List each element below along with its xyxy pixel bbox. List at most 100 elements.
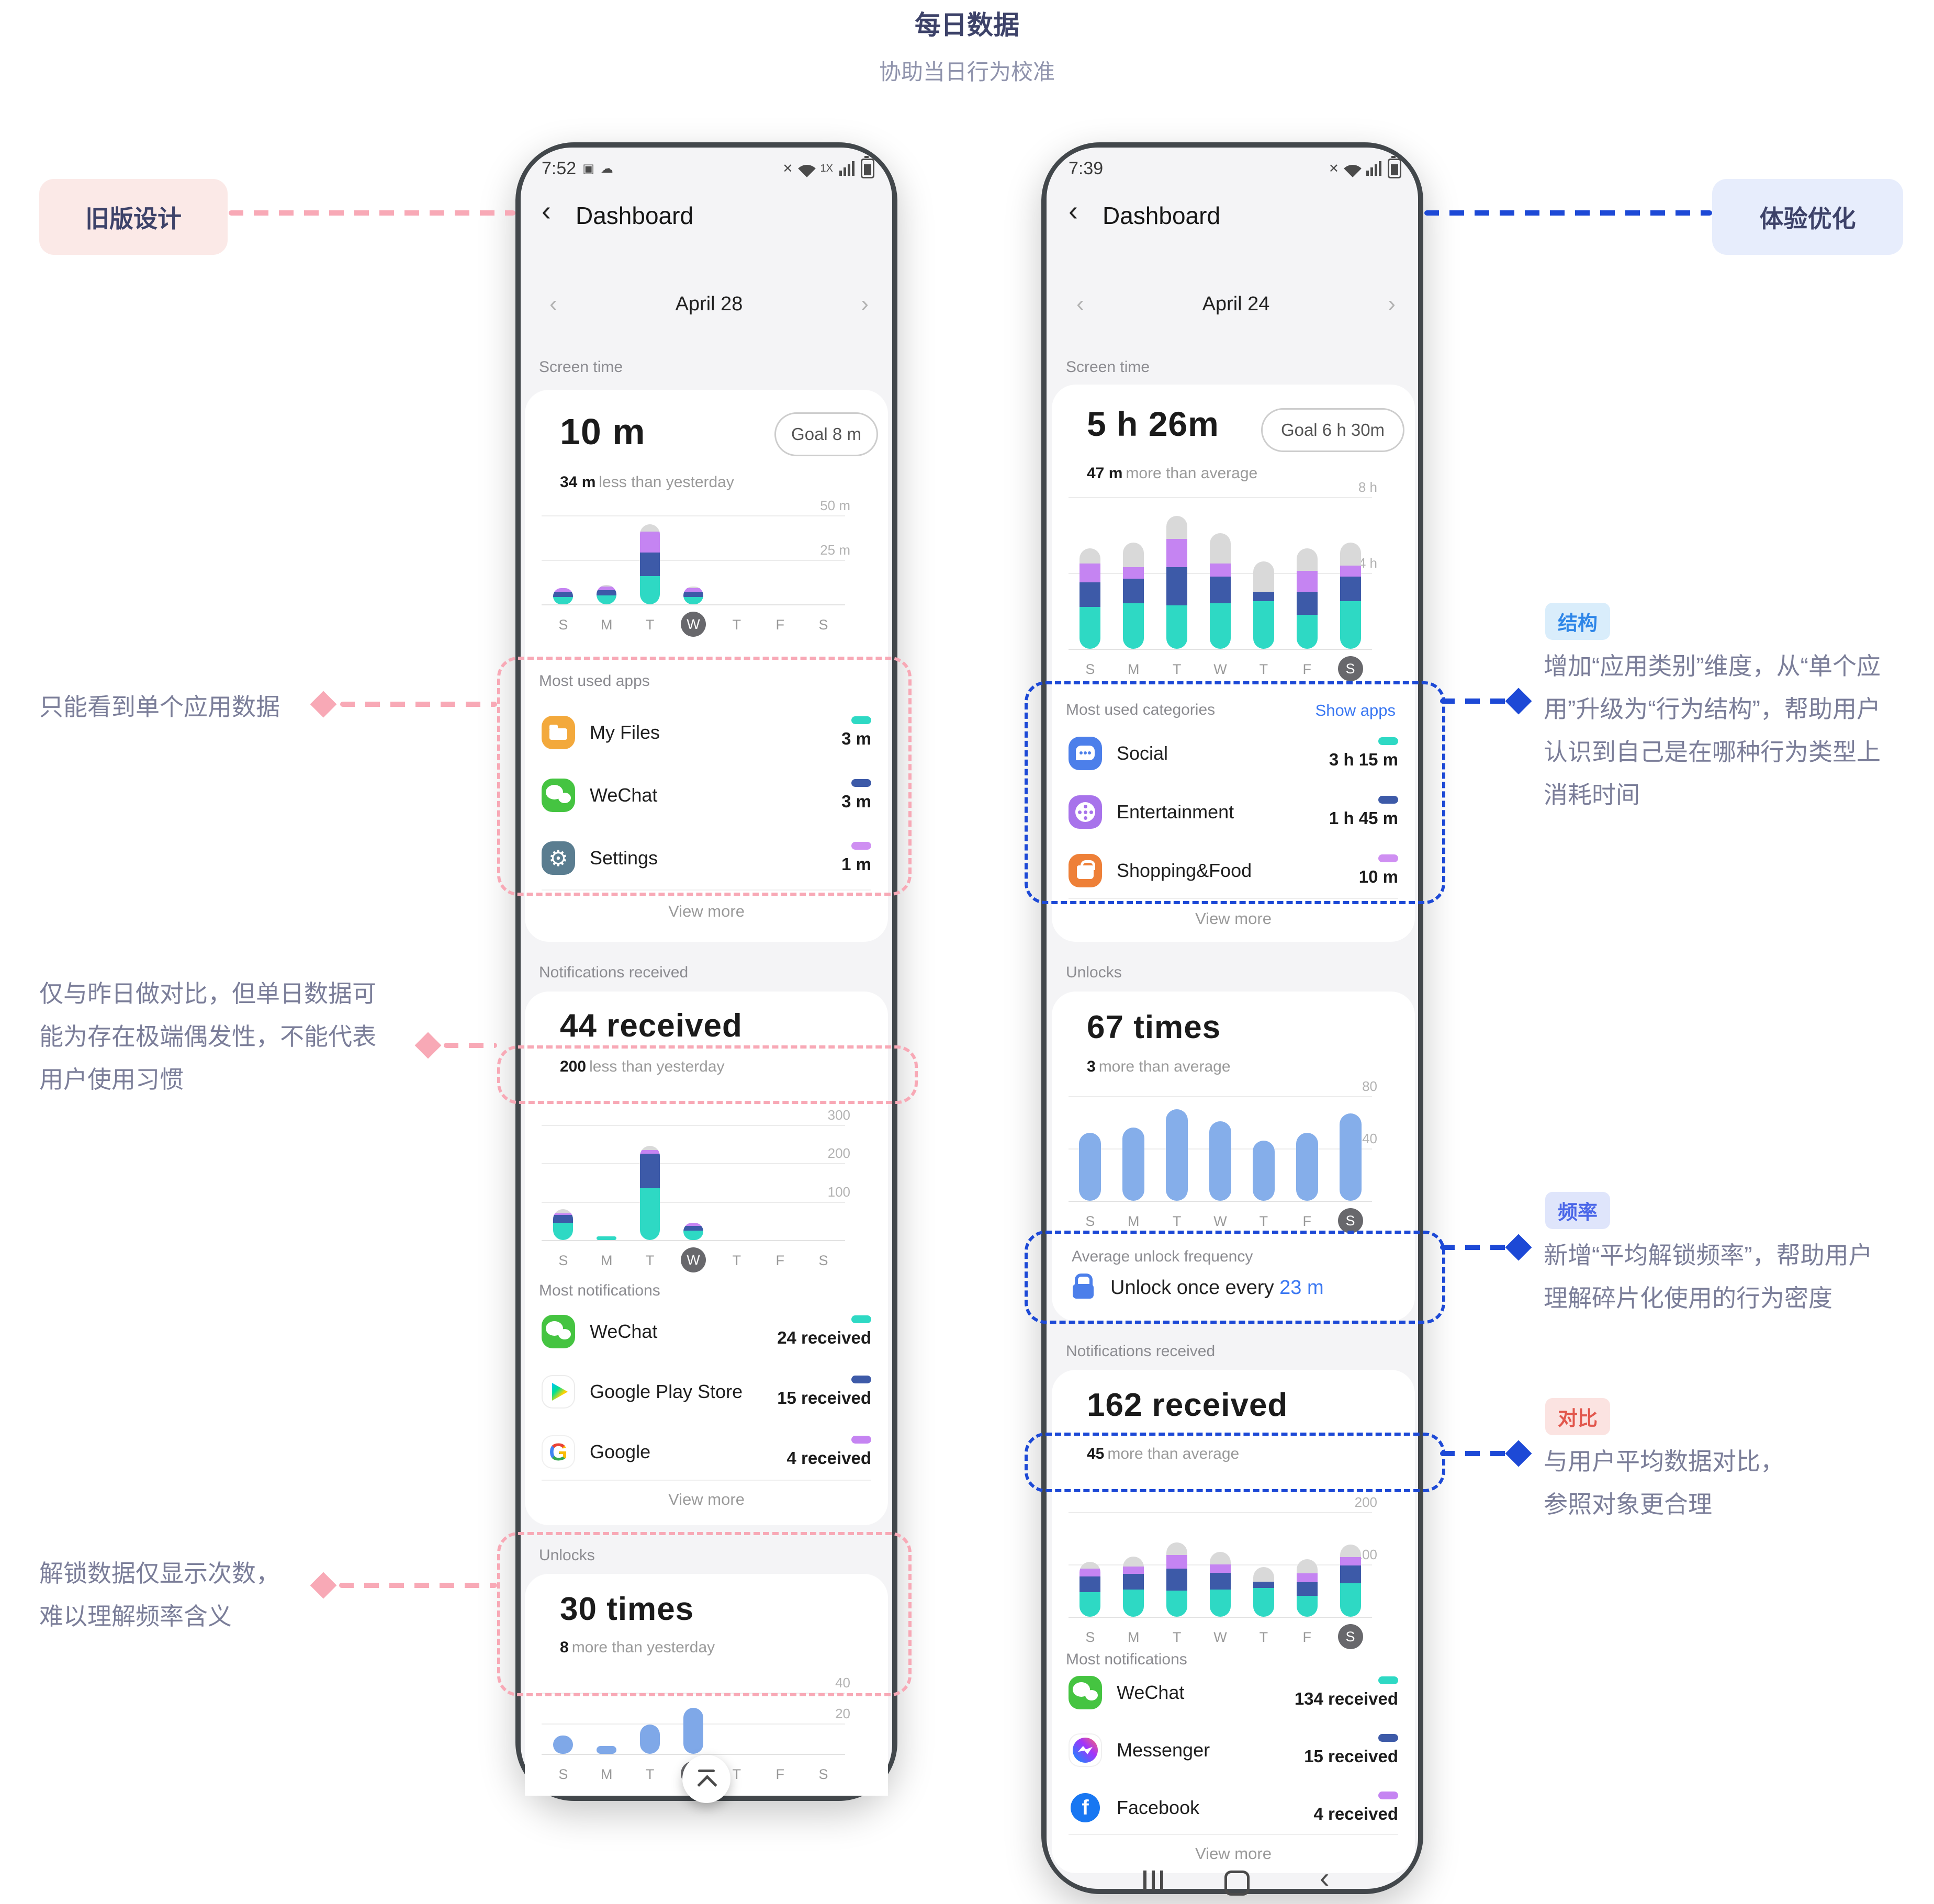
category-row-shopping-food[interactable]: Shopping&Food 10 m [1069, 847, 1398, 894]
day-label-3[interactable]: W [1213, 1213, 1227, 1229]
day-label-0[interactable]: S [1085, 1213, 1095, 1229]
day-label-5[interactable]: F [1302, 1213, 1311, 1229]
day-label-1[interactable]: M [1128, 1213, 1140, 1229]
bar-segment [553, 1213, 574, 1215]
left-apps-view-more[interactable]: View more [668, 902, 745, 920]
bar-segment [1296, 1133, 1318, 1201]
bar-segment [1210, 1573, 1231, 1590]
bar-segment [1340, 1545, 1361, 1557]
unlock-icon [1072, 1274, 1096, 1300]
day-label-2[interactable]: T [645, 1766, 655, 1782]
battery-icon [861, 156, 874, 178]
app-row-my-files[interactable]: My Files 3 m [542, 709, 871, 756]
category-row-social[interactable]: Social 3 h 15 m [1069, 730, 1398, 777]
next-day-arrow[interactable]: › [1388, 291, 1396, 317]
back-nav-button[interactable]: ‹ [1320, 1861, 1330, 1894]
day-label-5[interactable]: F [775, 617, 784, 633]
day-label-6[interactable]: S [1329, 1208, 1372, 1233]
day-label-1[interactable]: M [601, 617, 613, 633]
scroll-to-top-button[interactable] [682, 1755, 730, 1803]
bar-segment [1340, 565, 1361, 577]
day-label-4[interactable]: T [732, 1766, 741, 1782]
app-row-wechat[interactable]: WeChat 3 m [542, 772, 871, 819]
left-goal-button[interactable]: Goal 8 m [774, 412, 878, 456]
day-label-0[interactable]: S [1085, 1629, 1095, 1645]
day-label-4[interactable]: T [1259, 661, 1268, 677]
day-label-3[interactable]: W [672, 1247, 715, 1272]
notif-row-messenger[interactable]: Messenger 15 received [1069, 1727, 1398, 1774]
bar-left_screen_time-1 [597, 584, 617, 604]
right-categories-view-more[interactable]: View more [1195, 909, 1272, 928]
day-label-0[interactable]: S [558, 1766, 568, 1782]
axis-tick-label: 100 [827, 1184, 850, 1200]
day-label-6[interactable]: S [818, 1253, 828, 1268]
day-label-1[interactable]: M [1128, 1629, 1140, 1645]
category-row-entertainment[interactable]: Entertainment 1 h 45 m [1069, 788, 1398, 836]
tag-structure: 结构 [1545, 603, 1611, 640]
bar-left_unlocks-0 [553, 1735, 574, 1754]
right-notifications-view-more[interactable]: View more [1195, 1844, 1272, 1863]
day-label-1[interactable]: M [1128, 661, 1140, 677]
diamond-marker [310, 1572, 337, 1599]
day-label-0[interactable]: S [558, 1253, 568, 1268]
day-label-4[interactable]: T [732, 617, 741, 633]
left-most-used-apps-label: Most used apps [539, 672, 650, 690]
old-most-used-apps-highlight [497, 657, 912, 896]
bar-segment [553, 1209, 574, 1213]
day-label-5[interactable]: F [775, 1253, 784, 1268]
day-label-5[interactable]: F [1302, 661, 1311, 677]
prev-day-arrow[interactable]: ‹ [549, 291, 557, 317]
day-label-6[interactable]: S [818, 1766, 828, 1782]
notif-row-facebook[interactable]: f Facebook 4 received [1069, 1784, 1398, 1831]
chart-baseline [1069, 1617, 1372, 1618]
left-back-button[interactable]: ‹ [542, 195, 551, 227]
app-row-settings[interactable]: ⚙ Settings 1 m [542, 835, 871, 882]
bar-segment [1296, 614, 1318, 649]
right-categories-label: Most used categories [1066, 701, 1216, 718]
prev-day-arrow[interactable]: ‹ [1076, 291, 1084, 317]
show-apps-link[interactable]: Show apps [1315, 701, 1396, 719]
bar-segment [1209, 1121, 1231, 1201]
day-label-0[interactable]: S [558, 617, 568, 633]
day-label-4[interactable]: T [1259, 1629, 1268, 1645]
facebook-icon: f [1069, 1791, 1102, 1824]
day-label-6[interactable]: S [1329, 656, 1372, 681]
old-design-connector [229, 210, 515, 216]
day-label-1[interactable]: M [601, 1766, 613, 1782]
right-screen-time-value: 5 h 26m [1087, 404, 1219, 443]
recents-button[interactable] [1143, 1871, 1163, 1890]
day-label-4[interactable]: T [1259, 1213, 1268, 1229]
day-label-5[interactable]: F [775, 1766, 784, 1782]
right-goal-button[interactable]: Goal 6 h 30m [1261, 408, 1404, 452]
bar-segment [1122, 1128, 1145, 1201]
bar-segment [683, 1230, 703, 1240]
day-label-1[interactable]: M [601, 1253, 613, 1268]
day-label-6[interactable]: S [1329, 1624, 1372, 1649]
day-label-2[interactable]: T [1172, 1629, 1182, 1645]
notif-row-wechat[interactable]: WeChat 24 received [542, 1308, 871, 1355]
day-label-2[interactable]: T [1172, 661, 1182, 677]
notif-row-google[interactable]: G Google 4 received [542, 1428, 871, 1475]
home-button[interactable] [1224, 1871, 1250, 1896]
day-label-2[interactable]: T [645, 617, 655, 633]
day-label-6[interactable]: S [818, 617, 828, 633]
day-label-5[interactable]: F [1302, 1629, 1311, 1645]
axis-tick-label: 4 h [1358, 555, 1377, 571]
day-label-2[interactable]: T [645, 1253, 655, 1268]
notif-row-play-store[interactable]: Google Play Store 15 received [542, 1368, 871, 1415]
day-label-3[interactable]: W [1213, 1629, 1227, 1645]
day-label-2[interactable]: T [1172, 1213, 1182, 1229]
day-label-3[interactable]: W [1213, 661, 1227, 677]
day-label-4[interactable]: T [732, 1253, 741, 1268]
note-yesterday-compare-line3: 用户使用习惯 [39, 1066, 184, 1093]
day-label-3[interactable]: W [672, 612, 715, 637]
bar-segment [1123, 543, 1144, 568]
notif-row-wechat[interactable]: WeChat 134 received [1069, 1669, 1398, 1716]
bar-segment [1210, 603, 1231, 649]
right-back-button[interactable]: ‹ [1069, 195, 1078, 227]
bar-segment [1166, 605, 1188, 649]
day-label-0[interactable]: S [1085, 661, 1095, 677]
left-notifications-view-more[interactable]: View more [668, 1490, 745, 1508]
next-day-arrow[interactable]: › [861, 291, 869, 317]
